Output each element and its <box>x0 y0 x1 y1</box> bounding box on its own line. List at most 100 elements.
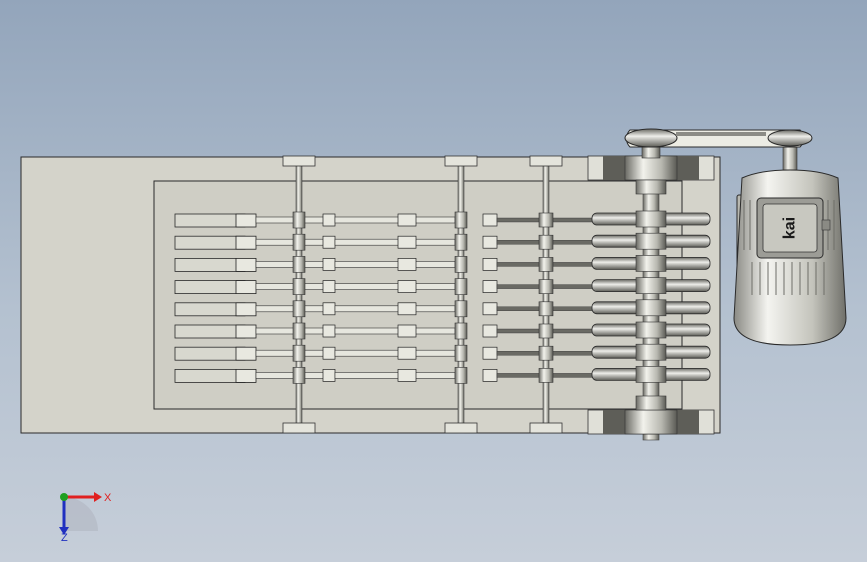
joint-a-5 <box>322 302 336 316</box>
joint-a-4 <box>322 280 336 293</box>
collar-c-1 <box>538 212 554 228</box>
pulley-hub-1 <box>635 210 667 228</box>
motor-fins <box>743 200 835 295</box>
collar-b-3 <box>454 256 468 273</box>
link-bar-b-4 <box>334 283 456 290</box>
joint-b-1 <box>482 213 498 227</box>
collar-c-7 <box>538 345 554 361</box>
collar-a-8 <box>292 367 306 384</box>
bearing-top-2 <box>444 155 478 167</box>
collar-a-1 <box>292 211 306 229</box>
link-bar-b-8 <box>334 372 456 379</box>
pivot-1 <box>397 213 417 227</box>
pulley-hub-2 <box>635 232 667 250</box>
collar-b-2 <box>454 233 468 251</box>
z-axis-label: Z <box>61 532 68 544</box>
shaft-3 <box>542 156 550 434</box>
coordinate-triad: X Z <box>59 492 112 544</box>
collar-c-2 <box>538 234 554 250</box>
cutter-blade-7 <box>174 346 246 361</box>
bearing-bottom-1 <box>282 422 316 434</box>
collar-c-8 <box>538 368 554 383</box>
collar-b-8 <box>454 367 468 384</box>
cutter-blade-5 <box>174 302 246 317</box>
blade-clamp-8 <box>235 368 257 383</box>
cutter-rows <box>174 210 711 384</box>
shaft-1 <box>295 156 303 434</box>
bearing-top-3 <box>529 155 563 167</box>
bearing-bottom-2 <box>444 422 478 434</box>
collar-a-2 <box>292 233 306 251</box>
motor-nameplate: ᴉɐʞ <box>782 217 799 239</box>
joint-b-7 <box>482 346 498 360</box>
pulley-hub-3 <box>635 255 667 272</box>
x-axis-label: X <box>104 492 112 504</box>
collar-a-4 <box>292 278 306 295</box>
joint-b-8 <box>482 369 498 382</box>
cutter-blade-3 <box>174 257 246 272</box>
blade-clamp-2 <box>235 235 257 250</box>
collar-b-4 <box>454 278 468 295</box>
cutter-blade-6 <box>174 324 246 339</box>
cutter-blade-4 <box>174 280 246 295</box>
joint-b-3 <box>482 258 498 271</box>
pivot-4 <box>397 280 417 293</box>
pulley-hub-7 <box>635 343 667 361</box>
y-axis-dot <box>60 493 68 501</box>
blade-clamp-3 <box>235 257 257 272</box>
blade-clamp-7 <box>235 346 257 361</box>
collar-c-4 <box>538 279 554 294</box>
link-bar-b-6 <box>334 327 456 335</box>
collar-b-7 <box>454 344 468 362</box>
bearing-blocks <box>282 155 715 435</box>
pulley-hub-4 <box>635 277 667 294</box>
joint-a-8 <box>322 369 336 382</box>
collar-a-7 <box>292 344 306 362</box>
pivot-7 <box>397 346 417 360</box>
collar-c-3 <box>538 257 554 272</box>
blade-clamp-1 <box>235 213 257 228</box>
motor[interactable]: ᴉɐʞ <box>733 169 847 346</box>
pivot-2 <box>397 235 417 249</box>
collar-a-3 <box>292 256 306 273</box>
pivot-5 <box>397 302 417 316</box>
collar-a-5 <box>292 300 306 318</box>
top-belt-drive <box>624 128 813 171</box>
cutter-blade-8 <box>174 368 246 383</box>
link-bar-b-2 <box>334 238 456 246</box>
pivot-6 <box>397 324 417 338</box>
joint-b-4 <box>482 280 498 293</box>
joint-a-3 <box>322 258 336 271</box>
collar-b-6 <box>454 322 468 340</box>
link-bar-b-5 <box>334 305 456 313</box>
link-bar-b-1 <box>334 216 456 224</box>
pivot-8 <box>397 369 417 382</box>
cutter-blade-1 <box>174 213 246 228</box>
shaft-2 <box>457 156 465 434</box>
pivot-3 <box>397 258 417 271</box>
pulley-hub-6 <box>635 321 667 339</box>
cutter-blade-2 <box>174 235 246 250</box>
pulley-hub-8 <box>635 366 667 383</box>
blade-clamp-4 <box>235 280 257 295</box>
collar-b-1 <box>454 211 468 229</box>
collar-a-6 <box>292 322 306 340</box>
link-bar-b-3 <box>334 261 456 268</box>
joint-b-2 <box>482 235 498 249</box>
bearing-bottom-3 <box>529 422 563 434</box>
joint-b-6 <box>482 324 498 338</box>
link-bar-b-7 <box>334 349 456 357</box>
pulley-hub-5 <box>635 299 667 317</box>
joint-a-2 <box>322 235 336 249</box>
bearing-top-1 <box>282 155 316 167</box>
collar-c-6 <box>538 323 554 339</box>
collar-b-5 <box>454 300 468 318</box>
joint-b-5 <box>482 302 498 316</box>
blade-clamp-5 <box>235 302 257 317</box>
joint-a-1 <box>322 213 336 227</box>
joint-a-7 <box>322 346 336 360</box>
joint-a-6 <box>322 324 336 338</box>
blade-clamp-6 <box>235 324 257 339</box>
